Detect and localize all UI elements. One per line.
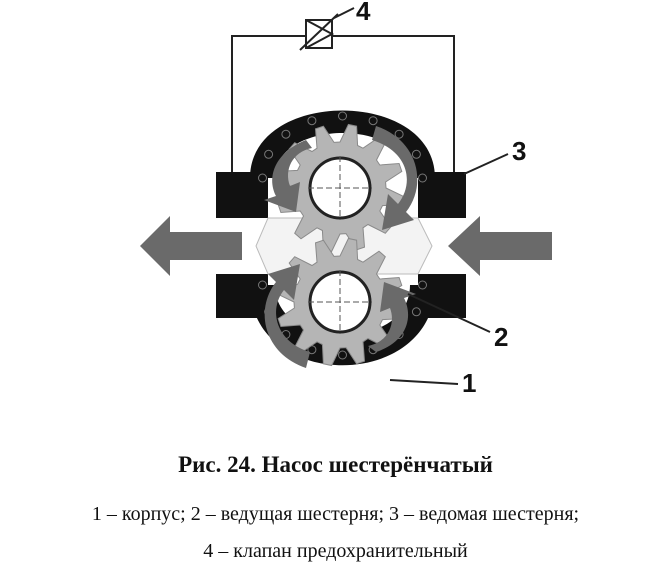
callout-label-3: 3 (512, 136, 526, 166)
housing-bolt-hole (394, 129, 404, 139)
housing-bolt-hole (338, 350, 347, 360)
rotation-arrow-bottom-left (264, 264, 310, 368)
figure-legend-line-2: 4 – клапан предохранительный (203, 540, 468, 562)
rotation-arrow-top-left (264, 140, 312, 212)
housing-bolt-hole (418, 173, 427, 183)
housing-bolt-hole (368, 116, 378, 126)
housing-bolt-hole (264, 149, 274, 159)
rotation-arrow-bottom-right (368, 282, 416, 352)
housing-port-left-lower (216, 274, 268, 318)
bypass-line-right (332, 35, 455, 172)
callout-label-1: 1 (462, 368, 476, 398)
housing-bolt-hole (418, 280, 427, 290)
housing-port-right-upper (418, 172, 466, 218)
leader-line-1 (389, 379, 459, 385)
relief-valve-spring (299, 13, 339, 51)
driving-gear-shaft (308, 270, 372, 334)
housing-bolt-hole (258, 173, 267, 183)
leader-line-2 (407, 293, 491, 333)
outlet-flow-arrow (140, 216, 242, 276)
inlet-flow-arrow (448, 216, 552, 276)
leader-line-4 (333, 7, 355, 19)
housing-port-left-upper (216, 172, 268, 218)
relief-valve-triangle (305, 19, 335, 49)
housing-bolt-hole (338, 111, 347, 121)
driven-gear-shaft (308, 156, 372, 220)
figure-caption-title: Рис. 24. Насос шестерёнчатый (178, 452, 493, 477)
relief-valve (299, 13, 339, 51)
bypass-line-left (231, 35, 306, 172)
rotation-arrow-top-right (372, 126, 418, 230)
housing-top-arc (250, 110, 435, 178)
figure-legend-line-1: 1 – корпус; 2 – ведущая шестерня; 3 – ве… (91, 503, 580, 525)
housing-bolt-hole (281, 129, 291, 139)
housing-bolt-hole (307, 116, 317, 126)
housing-bolt-hole (258, 280, 267, 290)
housing-port-right-lower (418, 274, 466, 318)
callout-label-2: 2 (494, 322, 508, 352)
gear-pump-diagram: 4 3 2 1 (140, 0, 552, 398)
housing-bolt-hole (411, 307, 421, 317)
housing-bolt-hole (411, 149, 421, 159)
callout-label-4: 4 (356, 0, 371, 26)
leader-line-3 (463, 153, 509, 175)
